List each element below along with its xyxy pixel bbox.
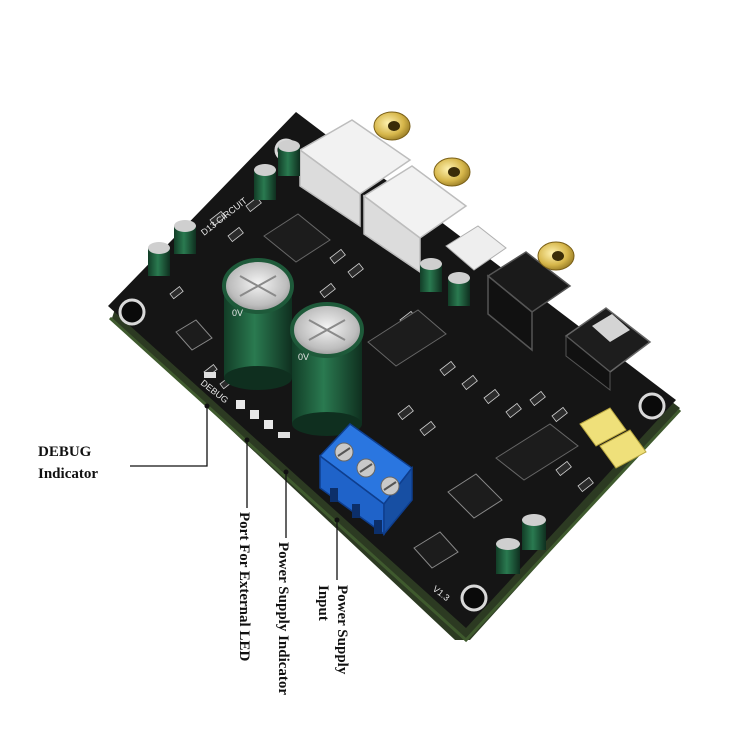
film-capacitor (579, 407, 627, 447)
regulator-chip (447, 473, 503, 519)
debug-label-line1: DEBUG (38, 444, 92, 460)
regulator-chip (413, 531, 459, 569)
mounting-hole (638, 392, 666, 420)
rca-jack-black (486, 241, 575, 352)
large-capacitors: 0V 0V (222, 258, 364, 436)
capacitor-label: 0V (298, 352, 309, 362)
external-led-pad (264, 420, 273, 429)
external-led-pad (250, 410, 259, 419)
power-indicator-label: Power Supply Indicator (275, 542, 291, 695)
callout-leaders (130, 403, 340, 580)
small-capacitor (148, 242, 170, 276)
small-capacitor (522, 514, 546, 550)
debug-leader (130, 406, 208, 467)
film-capacitors (579, 407, 647, 469)
ic-chip (263, 213, 331, 263)
ic-chips (175, 213, 579, 569)
pcb-surface (108, 112, 676, 628)
transistor (175, 319, 213, 351)
terminal-screw (356, 458, 376, 478)
debug-label-line2: Indicator (38, 466, 98, 482)
terminal-screw (334, 442, 354, 462)
small-capacitor (278, 140, 300, 176)
small-capacitor (254, 164, 276, 200)
small-capacitor (448, 272, 470, 306)
small-capacitor (496, 538, 520, 574)
debug-led (204, 372, 216, 378)
rca-jack (298, 111, 412, 228)
pcb-side (108, 316, 682, 643)
small-capacitor (174, 220, 196, 254)
small-capacitors (148, 140, 546, 574)
capacitor-label: 0V (232, 308, 243, 318)
power-input-label-line2: Input (315, 585, 331, 621)
power-terminal-block (318, 423, 414, 537)
callouts: DEBUG Indicator Port For External LED Po… (38, 444, 350, 695)
optical-port (564, 307, 652, 392)
large-capacitor: 0V (222, 258, 294, 390)
external-led-pad (236, 400, 245, 409)
terminal-screw (380, 476, 400, 496)
external-led-label: Port For External LED (236, 512, 252, 661)
ic-chip (495, 423, 579, 481)
ic-chip (367, 309, 447, 367)
rca-jacks (298, 111, 575, 352)
power-input-label-line1: Power Supply (334, 585, 350, 675)
small-capacitor (420, 258, 442, 292)
film-capacitor (599, 429, 647, 469)
large-capacitor: 0V (290, 302, 364, 436)
power-led (278, 432, 290, 438)
led-pads (204, 372, 290, 438)
mounting-hole (118, 298, 146, 326)
pcb-board (108, 112, 682, 643)
header-connector (445, 225, 507, 271)
mounting-hole (460, 584, 488, 612)
